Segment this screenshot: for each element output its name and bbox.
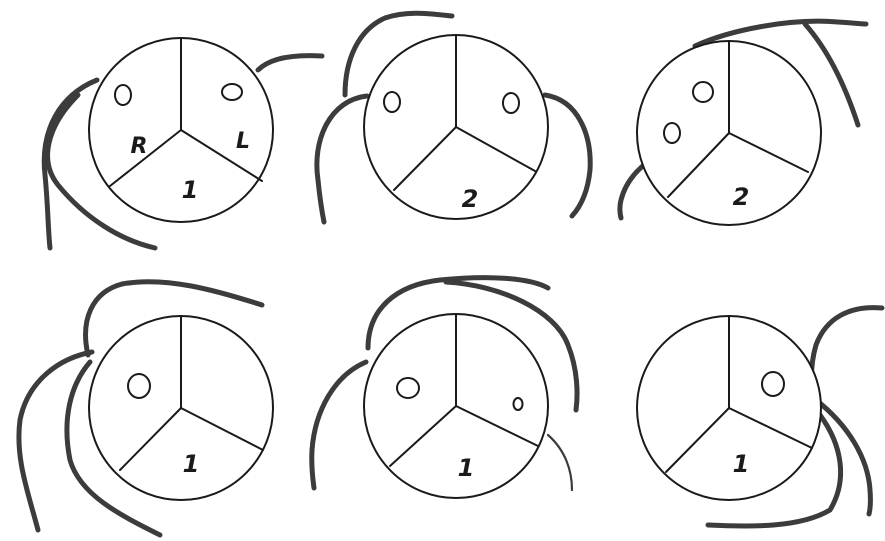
panel-2-number: 2 [462, 185, 479, 213]
panel-5-number: 1 [458, 454, 475, 482]
panel-6-number: 1 [733, 450, 750, 478]
panel-1-cusp-label-left: L [236, 129, 250, 154]
panel-1-vessel-c [258, 56, 322, 70]
panel-2-ostium-left [503, 93, 519, 113]
panel-2-vessel-c [545, 95, 590, 216]
panel-5-ostium-right [397, 378, 419, 398]
panel-2-vessel-b [317, 96, 367, 222]
panel-3-ostium-lower [664, 123, 680, 143]
panel-2-ostium-right [384, 92, 400, 112]
panel-1-ostium-left [222, 84, 242, 100]
panel-5: 1 [312, 278, 577, 498]
panel-1-number: 1 [182, 176, 199, 204]
panel-5-vessel-c [312, 362, 366, 488]
panel-5-vessel-d [548, 435, 572, 490]
panel-4: 1 [19, 282, 273, 535]
panel-3: 2 [620, 21, 866, 225]
panel-3-ostium-upper [693, 82, 713, 102]
panel-6: 1 [637, 308, 882, 526]
panel-4-number: 1 [183, 450, 200, 478]
panel-3-number: 2 [733, 183, 750, 211]
panel-6-ostium [762, 372, 784, 396]
panel-1: R L 1 [44, 38, 322, 248]
panel-5-ostium-left [514, 398, 523, 410]
panel-2: 2 [317, 13, 590, 222]
panel-4-ostium [128, 374, 150, 398]
panel-1-cusp-label-right: R [131, 134, 148, 159]
panel-1-ostium-right [115, 85, 131, 105]
